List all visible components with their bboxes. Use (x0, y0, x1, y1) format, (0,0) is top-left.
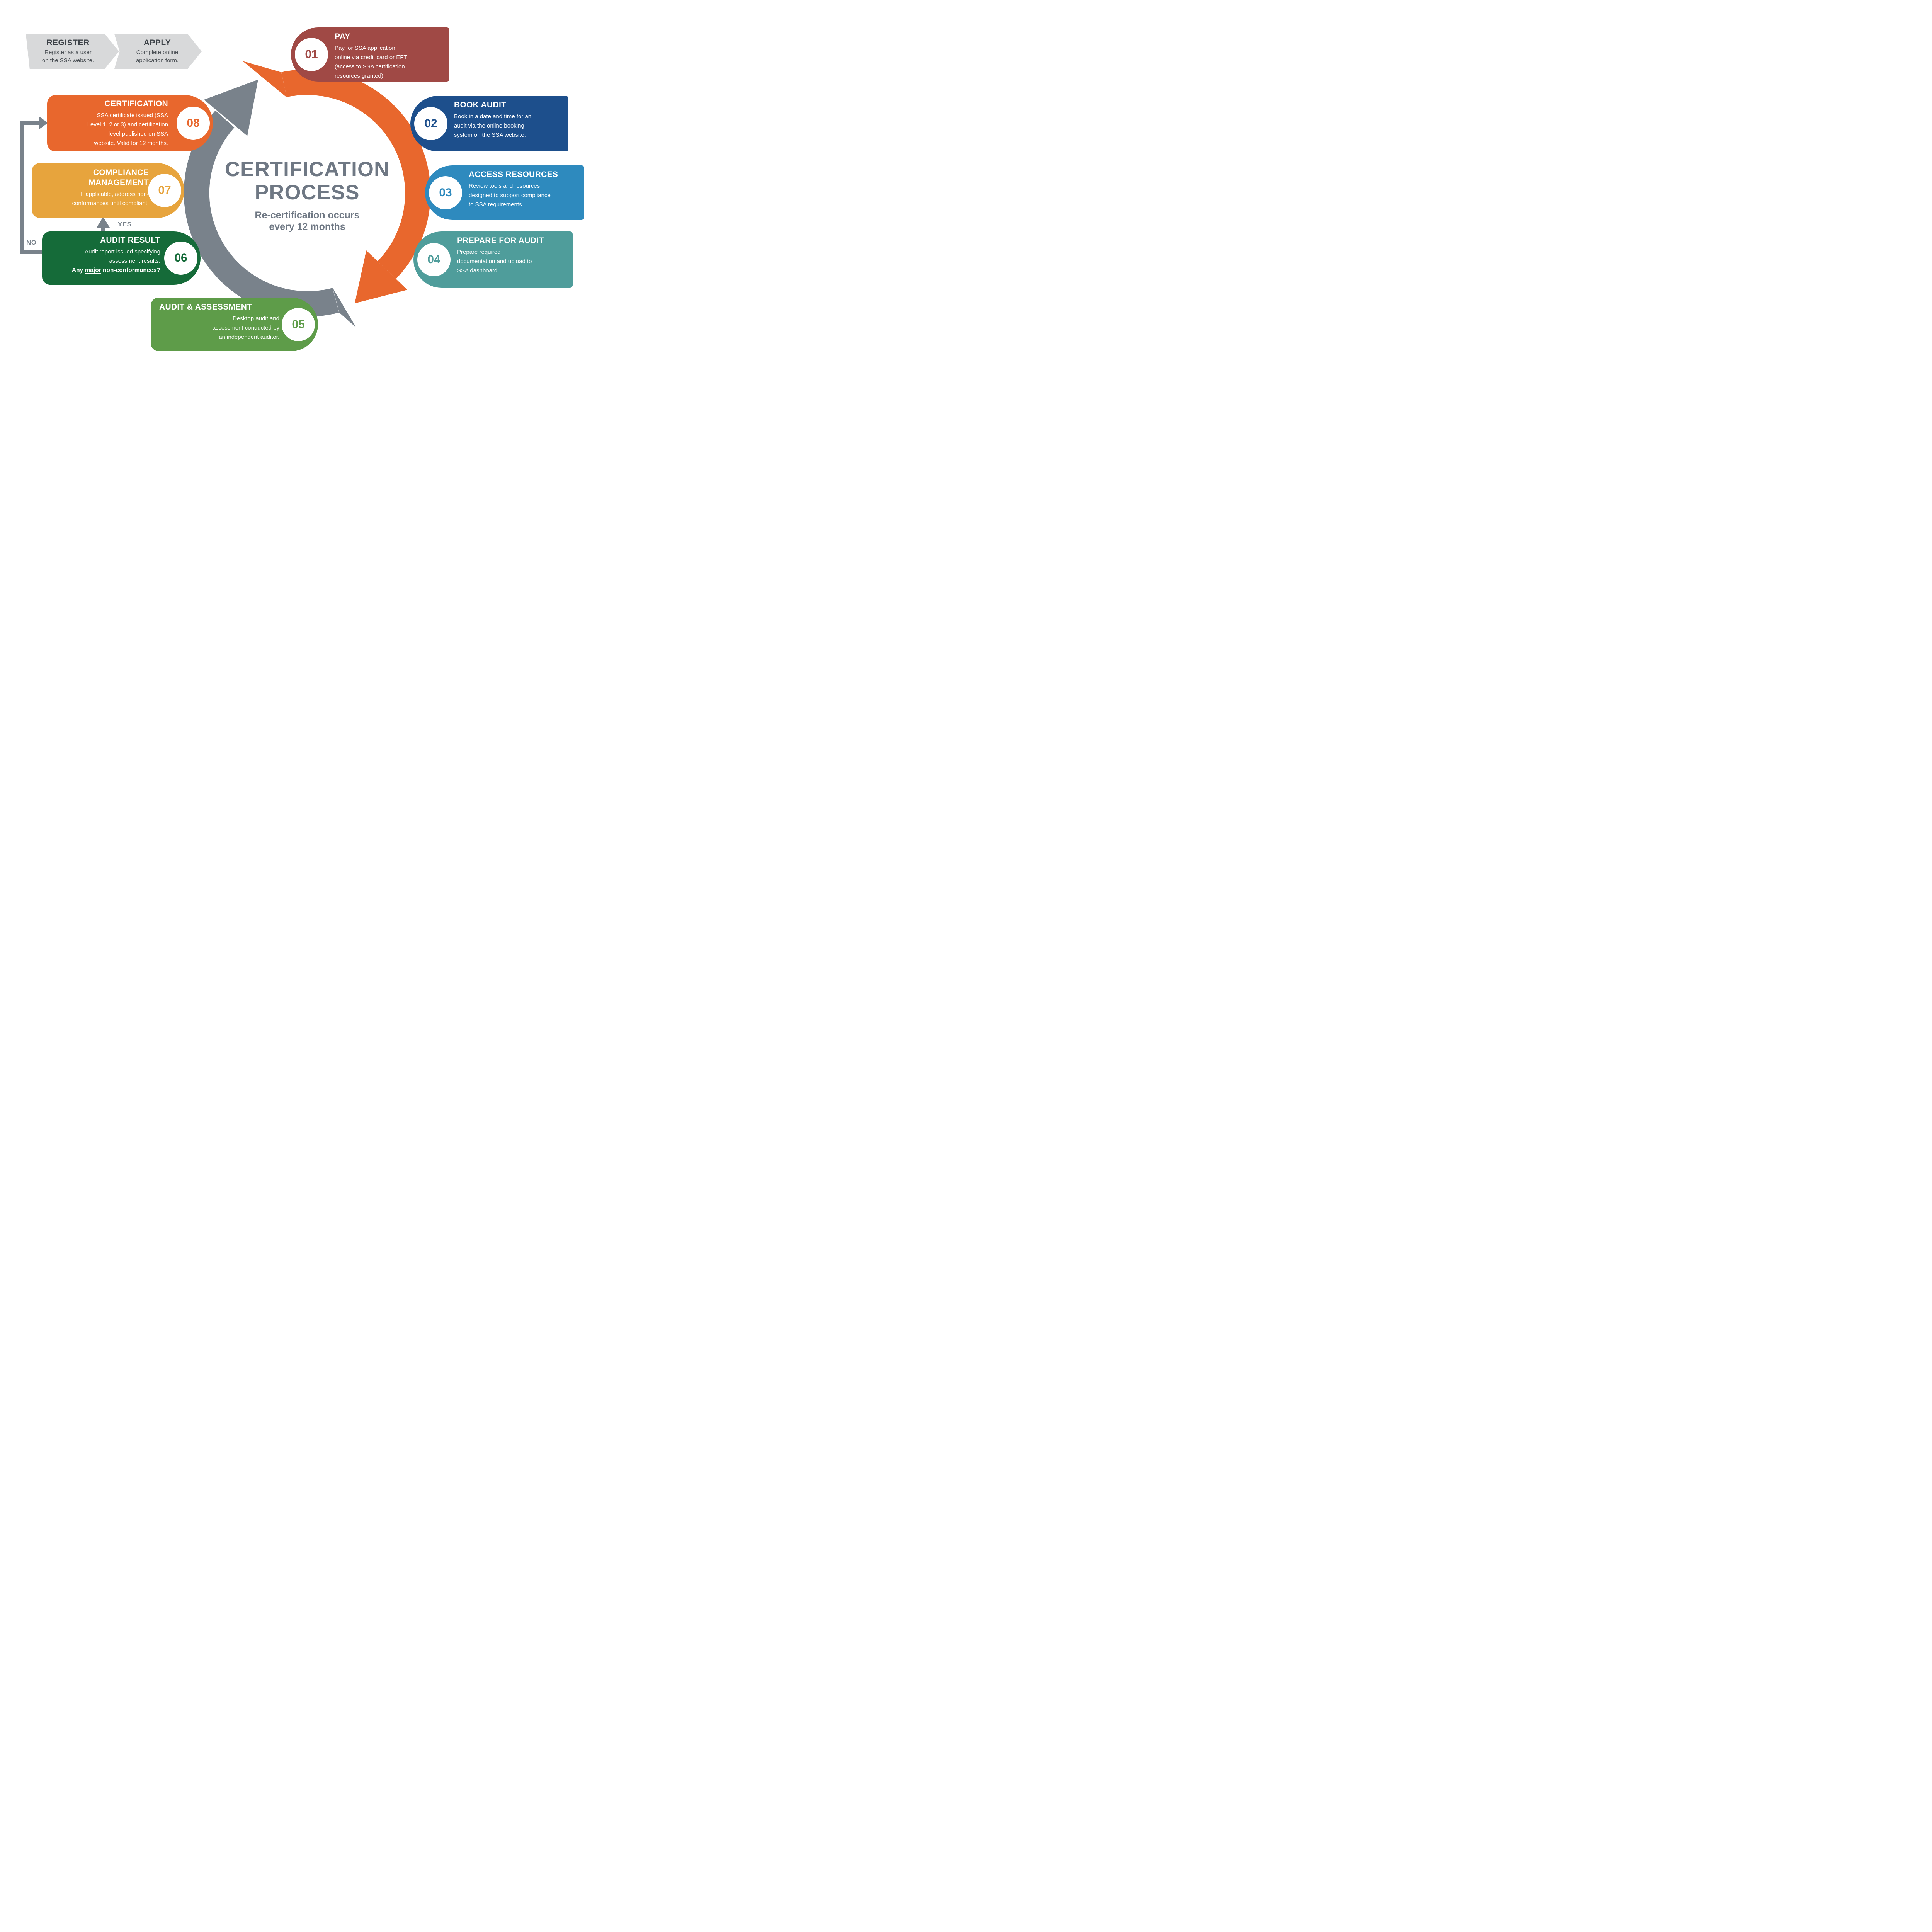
step-03-number-badge: 03 (429, 176, 462, 209)
cycle-arrowhead-orange-icon (355, 250, 407, 303)
step-06-question-underlined-word: major (85, 267, 101, 274)
step-02-number-badge: 02 (414, 107, 447, 140)
prestep-apply-description: Complete online application form. (136, 49, 179, 64)
step-05-title: AUDIT & ASSESSMENT (159, 303, 252, 311)
cycle-arc-orange-tail (243, 61, 287, 97)
prestep-apply-title: APPLY (143, 38, 171, 47)
step-05-number-badge: 05 (282, 308, 315, 341)
diagram-subtitle: Re-certification occurs every 12 months (255, 210, 360, 232)
step-01-title: PAY (335, 32, 350, 41)
step-card-01-pay: 01 PAY Pay for SSA application online vi… (291, 27, 449, 82)
step-card-02-book-audit: 02 BOOK AUDIT Book in a date and time fo… (410, 96, 568, 151)
step-02-description: Book in a date and time for an audit via… (454, 113, 532, 138)
certification-process-infographic: REGISTER Register as a user on the SSA w… (0, 0, 606, 379)
prestep-register-chevron: REGISTER Register as a user on the SSA w… (26, 34, 119, 69)
step-06-question: Any major non-conformances? (71, 267, 160, 274)
step-08-description: SSA certificate issued (SSA Level 1, 2 o… (87, 112, 168, 146)
step-card-07-compliance-management: 07 COMPLIANCE MANAGEMENT If applicable, … (32, 163, 184, 218)
step-card-03-access-resources: 03 ACCESS RESOURCES Review tools and res… (425, 165, 584, 220)
step-04-title: PREPARE FOR AUDIT (457, 236, 544, 245)
step-07-title: COMPLIANCE MANAGEMENT (88, 168, 149, 187)
diagram-title: CERTIFICATION PROCESS (225, 158, 389, 204)
step-04-number-badge: 04 (417, 243, 451, 276)
step-03-title: ACCESS RESOURCES (469, 170, 558, 179)
yes-path-arrowhead-icon (97, 217, 110, 228)
step-06-description: Audit report issued specifying assessmen… (85, 248, 160, 264)
step-07-description: If applicable, address non- conformances… (72, 191, 149, 207)
prestep-apply-chevron: APPLY Complete online application form. (114, 34, 202, 69)
step-06-title: AUDIT RESULT (100, 236, 160, 245)
prestep-register-title: REGISTER (46, 38, 90, 47)
yes-label: YES (118, 221, 132, 228)
center-heading: CERTIFICATION PROCESS Re-certification o… (211, 158, 404, 233)
step-05-description: Desktop audit and assessment conducted b… (212, 315, 279, 340)
cycle-arrowhead-gray-icon (204, 80, 258, 136)
no-label: NO (26, 239, 37, 246)
step-01-number-badge: 01 (295, 38, 328, 71)
step-card-08-certification: 08 CERTIFICATION SSA certificate issued … (47, 95, 213, 151)
step-02-title: BOOK AUDIT (454, 100, 507, 109)
step-card-06-audit-result: 06 AUDIT RESULT Audit report issued spec… (42, 231, 201, 285)
step-04-description: Prepare required documentation and uploa… (457, 249, 532, 274)
step-card-04-prepare-for-audit: 04 PREPARE FOR AUDIT Prepare required do… (413, 231, 573, 288)
step-03-description: Review tools and resources designed to s… (469, 183, 551, 208)
no-path-line (20, 121, 42, 254)
step-card-05-audit-assessment: 05 AUDIT & ASSESSMENT Desktop audit and … (151, 298, 318, 351)
step-08-number-badge: 08 (177, 107, 210, 140)
step-06-number-badge: 06 (164, 242, 197, 275)
cycle-arc-orange (281, 69, 431, 279)
step-07-number-badge: 07 (148, 174, 181, 207)
cycle-arc-gray-tail (333, 288, 356, 328)
no-path-arrowhead-icon (39, 117, 48, 129)
prestep-register-description: Register as a user on the SSA website. (42, 49, 94, 64)
step-08-title: CERTIFICATION (104, 99, 168, 108)
step-01-description: Pay for SSA application online via credi… (335, 45, 407, 79)
